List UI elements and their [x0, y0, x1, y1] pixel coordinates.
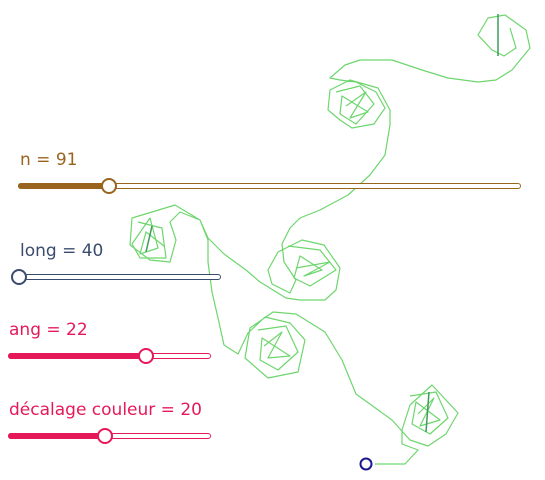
slider-ang[interactable] — [8, 348, 211, 364]
slider-n-label: n = 91 — [20, 150, 78, 170]
start-marker — [359, 457, 373, 471]
slider-long-track[interactable] — [19, 274, 221, 280]
slider-n[interactable] — [18, 178, 521, 194]
slider-ang-fill — [8, 353, 147, 359]
turtle-path — [129, 14, 531, 465]
slider-n-knob[interactable] — [100, 178, 117, 194]
slider-decalage-knob[interactable] — [97, 428, 114, 444]
tangle-2 — [287, 245, 337, 287]
dark-stroke-3 — [145, 225, 153, 253]
slider-decalage[interactable] — [8, 428, 211, 444]
slider-ang-knob[interactable] — [138, 348, 155, 364]
slider-decalage-fill — [8, 433, 106, 439]
slider-ang-label: ang = 22 — [9, 320, 88, 340]
slider-long-label: long = 40 — [20, 241, 104, 261]
tangle-4 — [257, 325, 299, 371]
dark-stroke-2 — [425, 391, 430, 433]
slider-long[interactable] — [11, 269, 221, 285]
tangle-3 — [335, 85, 375, 125]
slider-n-fill — [18, 183, 109, 189]
tangle-1 — [131, 217, 167, 259]
slider-long-knob[interactable] — [11, 269, 27, 285]
slider-decalage-label: décalage couleur = 20 — [9, 400, 202, 420]
